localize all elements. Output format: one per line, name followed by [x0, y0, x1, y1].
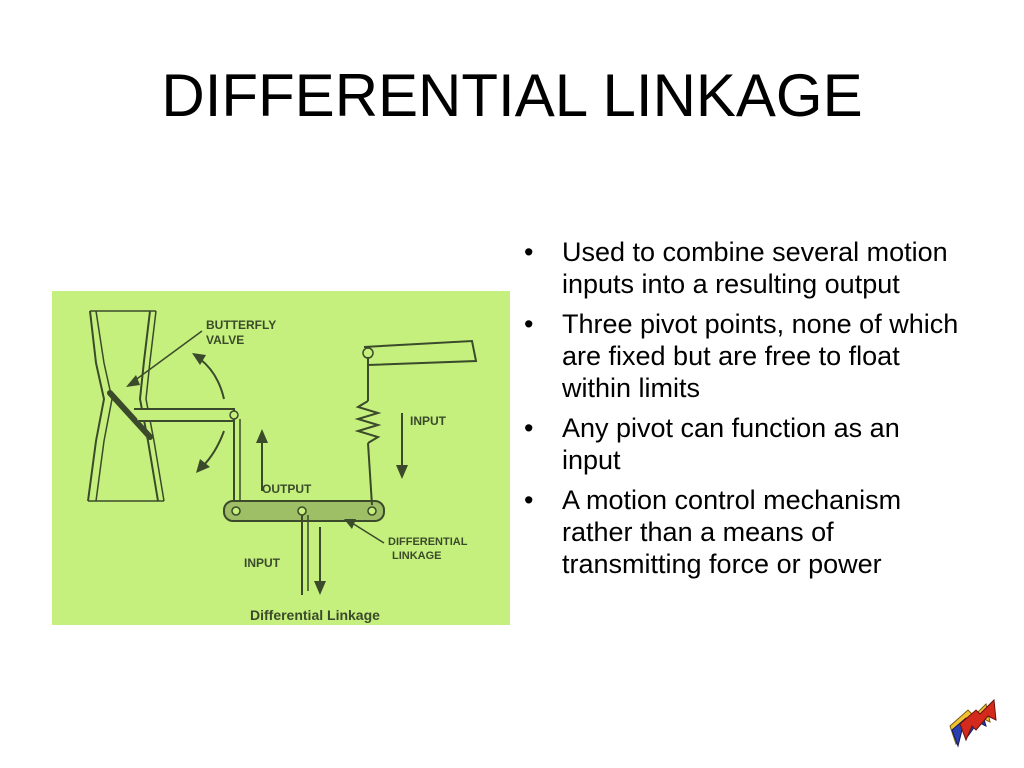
bullet-text: A motion control mechanism rather than a… — [562, 485, 902, 579]
rotation-arrow-up — [199, 358, 225, 400]
bullet-item: • Used to combine several motion inputs i… — [522, 236, 962, 300]
label-input-bottom: INPUT — [244, 556, 281, 570]
label-butterfly-line2: VALVE — [206, 333, 244, 347]
linkage-pivot-left — [231, 506, 241, 516]
butterfly-pointer-head — [126, 375, 140, 387]
bullet-item: • Three pivot points, none of which are f… — [522, 308, 962, 404]
slide-title: DIFFERENTIAL LINKAGE — [161, 62, 863, 129]
label-output: OUTPUT — [262, 482, 312, 496]
bullet-marker: • — [524, 485, 534, 515]
bullet-text: Any pivot can function as an input — [562, 413, 900, 475]
rotation-arrow-down — [201, 430, 225, 468]
duct-left-wall-inner — [95, 310, 113, 502]
linkage-pivot-right — [367, 506, 377, 516]
bullet-item: • Any pivot can function as an input — [522, 412, 962, 476]
input-bar-top — [363, 339, 478, 366]
label-differential-line2: LINKAGE — [392, 550, 442, 562]
label-differential-line1: DIFFERENTIAL — [388, 536, 468, 548]
bullet-text: Used to combine several motion inputs in… — [562, 237, 948, 299]
label-input-right: INPUT — [410, 414, 447, 428]
bullet-marker: • — [524, 413, 534, 443]
duct-right-wall — [138, 310, 159, 502]
input-bar-pivot — [362, 347, 374, 359]
rotation-arrow-up-head — [192, 353, 206, 365]
valve-arm — [134, 408, 235, 422]
bullet-text: Three pivot points, none of which are fi… — [562, 309, 959, 403]
rotation-arrow-down-head — [196, 459, 210, 473]
differential-pointer — [351, 522, 385, 544]
butterfly-pointer — [133, 330, 203, 382]
bullet-marker: • — [524, 309, 534, 339]
figure-caption: Differential Linkage — [250, 607, 380, 623]
butterfly-valve-disk — [107, 390, 153, 440]
differential-pointer-head — [344, 519, 356, 529]
duct-left-wall — [87, 310, 106, 502]
logo-red-arrow — [959, 698, 997, 742]
label-butterfly-line1: BUTTERFLY — [206, 318, 276, 332]
arrows-logo-icon — [946, 696, 1000, 750]
bullet-item: • A motion control mechanism rather than … — [522, 484, 962, 580]
linkage-pivot-center — [297, 506, 307, 516]
duct-right-wall-inner — [145, 310, 165, 502]
input-right-arrow-head — [396, 465, 408, 479]
spring-rod-bottom — [367, 442, 373, 506]
valve-arm-pivot — [229, 410, 239, 420]
bullet-marker: • — [524, 237, 534, 267]
differential-linkage-figure: BUTTERFLY VALVE INPUT OUTPUT DIFFERENTIA… — [52, 291, 510, 625]
input-bottom-arrow-head — [314, 581, 326, 595]
output-arrow-head — [256, 429, 268, 443]
spring — [354, 400, 382, 444]
bullet-list: • Used to combine several motion inputs i… — [522, 236, 962, 588]
linkage-diagram: BUTTERFLY VALVE INPUT OUTPUT DIFFERENTIA… — [87, 310, 478, 623]
